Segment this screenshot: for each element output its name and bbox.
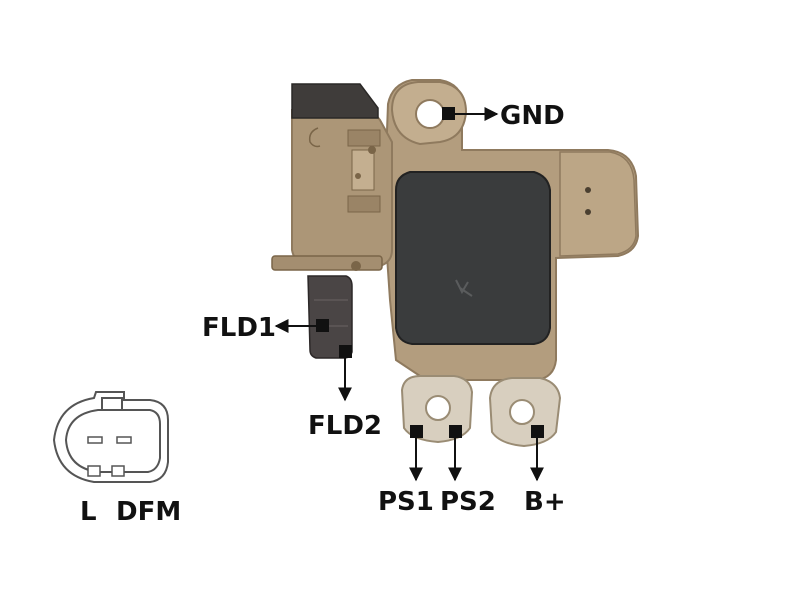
bplus-terminal-hole — [509, 399, 535, 425]
connector-pin-dfm — [116, 436, 132, 444]
ps1-label: PS1 — [378, 487, 434, 517]
regulator-body — [271, 79, 640, 448]
connector-plug: L DFM — [52, 391, 181, 527]
tower-c-mark — [308, 127, 321, 148]
ps1-callout: PS1 — [378, 425, 434, 517]
ps2-label: PS2 — [440, 487, 496, 517]
connector-foot-l — [87, 465, 101, 477]
gnd-marker — [442, 107, 455, 120]
fld1-marker — [316, 319, 329, 332]
gnd-mount-hole — [415, 99, 445, 129]
tower-cap — [291, 83, 379, 119]
right-tab-dot-1 — [585, 187, 591, 193]
bplus-label: B+ — [524, 487, 566, 517]
bplus-callout: B+ — [524, 425, 566, 517]
fld1-label: FLD1 — [202, 313, 276, 343]
ic-chip — [395, 171, 551, 345]
ps1-marker — [410, 425, 423, 438]
flange-pin — [351, 261, 361, 271]
tower-slot — [351, 149, 375, 191]
tower-pin-1 — [368, 146, 376, 154]
fld2-marker — [339, 345, 352, 358]
right-tab — [559, 151, 637, 257]
tower-rib-2 — [347, 195, 381, 213]
bplus-marker — [531, 425, 544, 438]
ps2-marker — [449, 425, 462, 438]
gnd-callout: GND — [442, 101, 565, 131]
connector-foot-dfm — [111, 465, 125, 477]
connector-key-top — [101, 397, 123, 411]
gnd-label: GND — [500, 101, 565, 131]
ps-terminal-hole — [425, 395, 451, 421]
right-tab-dot-2 — [585, 209, 591, 215]
tower-rib-1 — [347, 129, 381, 147]
connector-inner-shell — [64, 409, 161, 473]
connector-label-dfm: DFM — [116, 497, 181, 527]
fld2-callout: FLD2 — [308, 345, 382, 441]
tower-flange — [271, 255, 383, 271]
ps2-callout: PS2 — [440, 425, 496, 517]
connector-pin-l — [87, 436, 103, 444]
fld1-callout: FLD1 — [202, 313, 329, 343]
chip-logo-mark — [455, 279, 473, 297]
fld2-label: FLD2 — [308, 411, 382, 441]
connector-label-l: L — [80, 497, 97, 527]
tower-pin-2 — [355, 173, 361, 179]
